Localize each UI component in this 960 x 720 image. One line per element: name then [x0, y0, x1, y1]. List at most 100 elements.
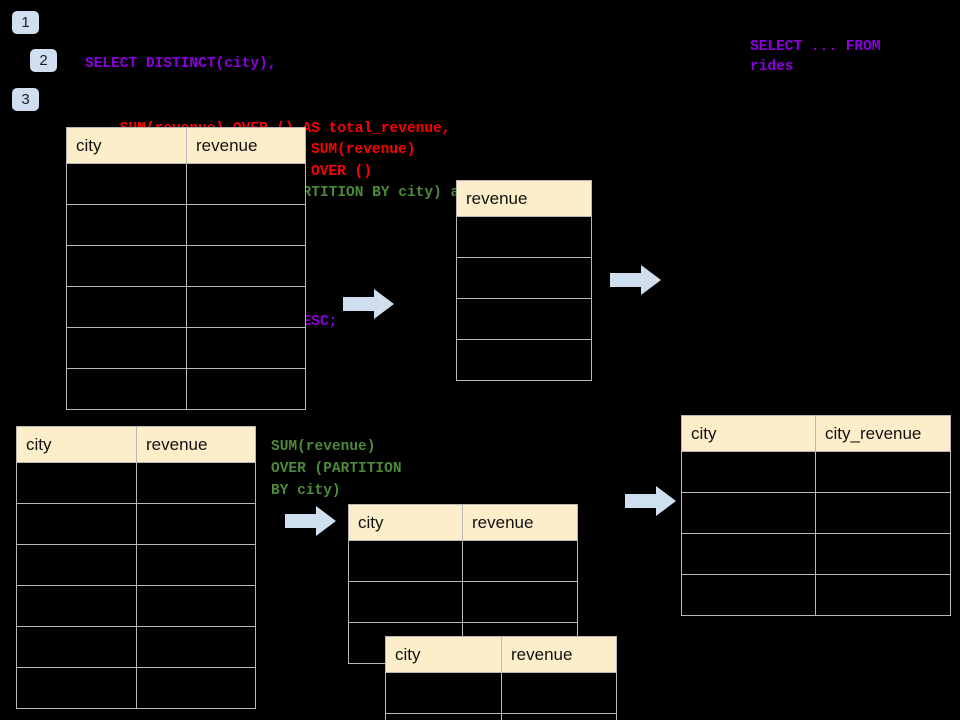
table-row — [456, 257, 592, 299]
column-header-city: city — [681, 415, 816, 452]
cell-city — [16, 626, 137, 668]
arrow-total-to-result — [610, 264, 662, 301]
table-header-row: city revenue — [66, 127, 306, 164]
table-result: city city_revenue — [681, 415, 951, 616]
cell-revenue — [136, 667, 256, 709]
table-partition-front: city revenue — [385, 636, 617, 720]
column-header-city-revenue: city_revenue — [815, 415, 951, 452]
cell-revenue — [186, 204, 306, 246]
table-row — [456, 339, 592, 381]
cell-revenue — [456, 257, 592, 299]
cell-city — [385, 672, 502, 714]
cell-revenue — [456, 298, 592, 340]
column-header-revenue: revenue — [462, 504, 578, 541]
cell-city — [16, 544, 137, 586]
cell-city-revenue — [815, 574, 951, 616]
arrow-source-to-total — [343, 288, 395, 325]
cell-revenue — [186, 245, 306, 287]
table-row — [66, 368, 306, 410]
cell-city — [681, 533, 816, 575]
column-header-city: city — [348, 504, 463, 541]
step-badge-3: 3 — [12, 88, 39, 111]
cell-city-revenue — [815, 533, 951, 575]
table-header-row: city revenue — [16, 426, 256, 463]
cell-city — [385, 713, 502, 720]
table-row — [16, 462, 256, 504]
table-row — [681, 533, 951, 575]
table-row — [456, 298, 592, 340]
cell-revenue — [186, 286, 306, 328]
cell-city — [16, 667, 137, 709]
table-row — [348, 540, 578, 582]
cell-revenue — [501, 713, 617, 720]
column-header-city: city — [66, 127, 187, 164]
cell-revenue — [456, 216, 592, 258]
table-row — [66, 245, 306, 287]
cell-revenue — [136, 462, 256, 504]
table-row — [16, 626, 256, 668]
cell-city — [66, 163, 187, 205]
table-row — [681, 492, 951, 534]
column-header-city: city — [385, 636, 502, 673]
cell-revenue — [136, 626, 256, 668]
table-source-top: city revenue — [66, 127, 306, 410]
column-header-revenue: revenue — [186, 127, 306, 164]
table-row — [348, 581, 578, 623]
cell-revenue — [456, 339, 592, 381]
cell-city-revenue — [815, 492, 951, 534]
column-header-revenue: revenue — [136, 426, 256, 463]
cell-city — [681, 492, 816, 534]
annotation-sum-over-partition: SUM(revenue) OVER (PARTITION BY city) — [271, 439, 402, 499]
table-row — [385, 713, 617, 720]
cell-revenue — [462, 581, 578, 623]
table-row — [66, 163, 306, 205]
cell-revenue — [186, 327, 306, 369]
cell-revenue — [136, 544, 256, 586]
cell-city — [348, 540, 463, 582]
cell-city — [16, 585, 137, 627]
cell-city — [66, 327, 187, 369]
table-row — [385, 672, 617, 714]
cell-city — [681, 451, 816, 493]
sql-line-1: SELECT DISTINCT(city), — [85, 56, 277, 72]
table-row — [16, 667, 256, 709]
table-total-revenue: revenue — [456, 180, 592, 381]
table-row — [681, 574, 951, 616]
cell-city — [16, 462, 137, 504]
cell-city — [66, 245, 187, 287]
arrow-source-to-partition — [285, 505, 337, 542]
table-row — [456, 216, 592, 258]
cell-revenue — [136, 503, 256, 545]
table-header-row: revenue — [456, 180, 592, 217]
column-header-revenue: revenue — [456, 180, 592, 217]
column-header-revenue: revenue — [501, 636, 617, 673]
table-row — [66, 327, 306, 369]
cell-revenue — [462, 540, 578, 582]
table-header-row: city revenue — [348, 504, 578, 541]
table-row — [16, 544, 256, 586]
table-row — [681, 451, 951, 493]
table-header-row: city revenue — [385, 636, 617, 673]
cell-revenue — [186, 163, 306, 205]
table-header-row: city city_revenue — [681, 415, 951, 452]
step-badge-1: 1 — [12, 11, 39, 34]
cell-city — [66, 204, 187, 246]
table-partition-back: city revenue — [348, 504, 578, 664]
cell-city-revenue — [815, 451, 951, 493]
table-source-bottom: city revenue — [16, 426, 256, 709]
column-header-city: city — [16, 426, 137, 463]
cell-revenue — [501, 672, 617, 714]
annotation-select-from: SELECT ... FROM rides — [750, 39, 881, 75]
step-badge-2: 2 — [30, 49, 57, 72]
cell-revenue — [136, 585, 256, 627]
cell-city — [681, 574, 816, 616]
cell-city — [348, 581, 463, 623]
annotation-sum-over-empty: SUM(revenue) OVER () — [311, 142, 416, 180]
cell-revenue — [186, 368, 306, 410]
cell-city — [66, 368, 187, 410]
cell-city — [66, 286, 187, 328]
table-row — [16, 585, 256, 627]
cell-city — [16, 503, 137, 545]
table-row — [66, 204, 306, 246]
